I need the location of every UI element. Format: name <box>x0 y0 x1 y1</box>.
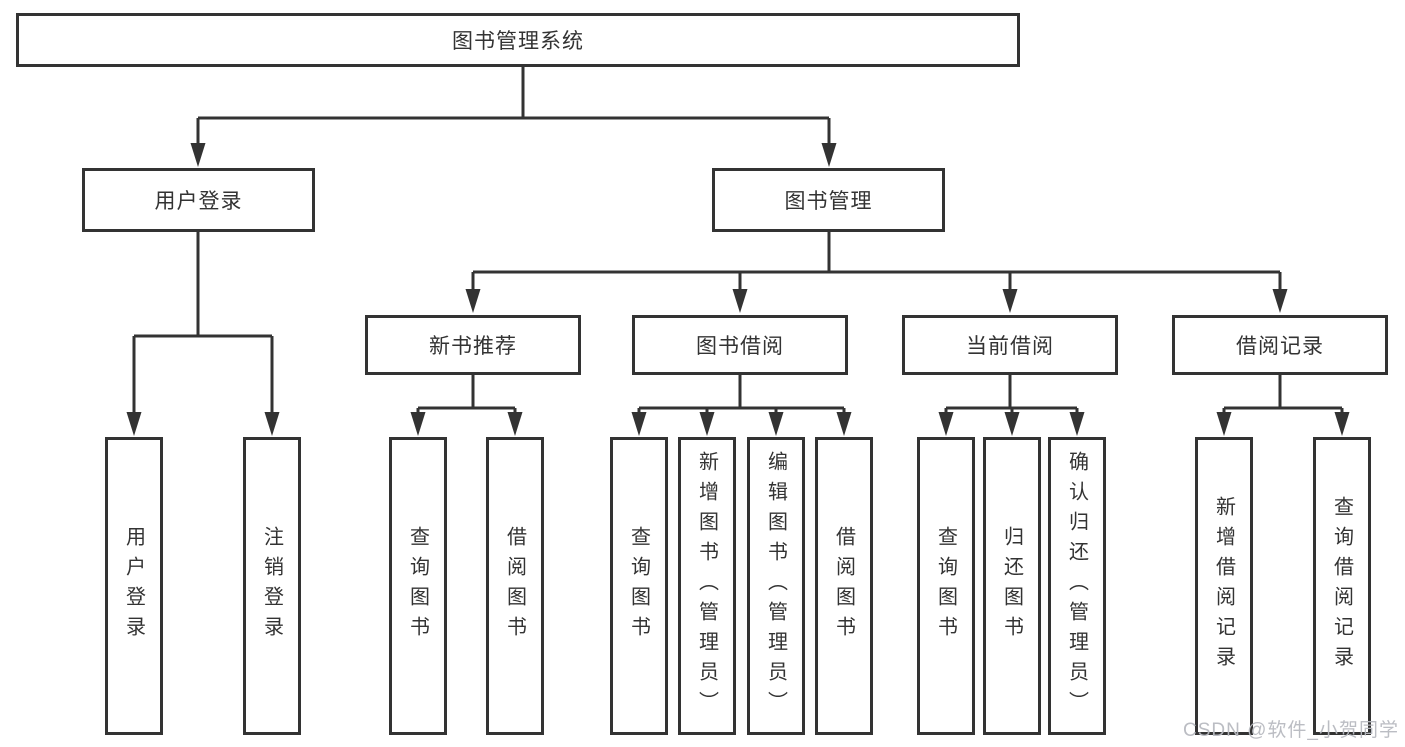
node-label: 借阅记录 <box>1236 335 1324 358</box>
node-user-login: 用户登录 <box>82 168 315 232</box>
leaf-borrow-query-books: 查询图书 <box>610 437 668 735</box>
csdn-watermark: CSDN @软件_小贺同学 <box>1183 720 1399 741</box>
leaf-label: 确认归还（管理员） <box>1065 451 1088 721</box>
leaf-label: 查询图书 <box>627 526 650 646</box>
leaf-recommend-borrow-books: 借阅图书 <box>486 437 544 735</box>
leaf-add-books-admin: 新增图书（管理员） <box>678 437 736 735</box>
leaf-label: 新增借阅记录 <box>1212 496 1235 676</box>
leaf-query-borrow-record: 查询借阅记录 <box>1313 437 1371 735</box>
leaf-edit-books-admin: 编辑图书（管理员） <box>747 437 805 735</box>
leaf-label: 查询图书 <box>406 526 429 646</box>
node-label: 用户登录 <box>154 190 243 213</box>
leaf-label: 查询借阅记录 <box>1330 496 1353 676</box>
leaf-logout: 注销登录 <box>243 437 301 735</box>
leaf-label: 用户登录 <box>122 526 145 646</box>
node-label: 当前借阅 <box>966 335 1054 358</box>
leaf-return-books: 归还图书 <box>983 437 1041 735</box>
leaf-label: 借阅图书 <box>503 526 526 646</box>
node-book-borrow: 图书借阅 <box>632 315 848 375</box>
leaf-label: 编辑图书（管理员） <box>764 451 787 721</box>
node-label: 新书推荐 <box>429 335 517 358</box>
leaf-label: 注销登录 <box>260 526 283 646</box>
leaf-recommend-query-books: 查询图书 <box>389 437 447 735</box>
node-borrow-record: 借阅记录 <box>1172 315 1388 375</box>
leaf-confirm-return-admin: 确认归还（管理员） <box>1048 437 1106 735</box>
leaf-add-borrow-record: 新增借阅记录 <box>1195 437 1253 735</box>
leaf-current-query-books: 查询图书 <box>917 437 975 735</box>
leaf-user-login: 用户登录 <box>105 437 163 735</box>
leaf-label: 新增图书（管理员） <box>695 451 718 721</box>
node-label: 图书管理 <box>784 190 873 213</box>
node-label: 图书管理系统 <box>452 30 584 53</box>
node-label: 图书借阅 <box>696 335 784 358</box>
leaf-label: 归还图书 <box>1000 526 1023 646</box>
node-new-book-recommend: 新书推荐 <box>365 315 581 375</box>
leaf-borrow-books: 借阅图书 <box>815 437 873 735</box>
leaf-label: 查询图书 <box>934 526 957 646</box>
node-library-management-system: 图书管理系统 <box>16 13 1020 67</box>
leaf-label: 借阅图书 <box>832 526 855 646</box>
node-book-management: 图书管理 <box>712 168 945 232</box>
node-current-borrow: 当前借阅 <box>902 315 1118 375</box>
